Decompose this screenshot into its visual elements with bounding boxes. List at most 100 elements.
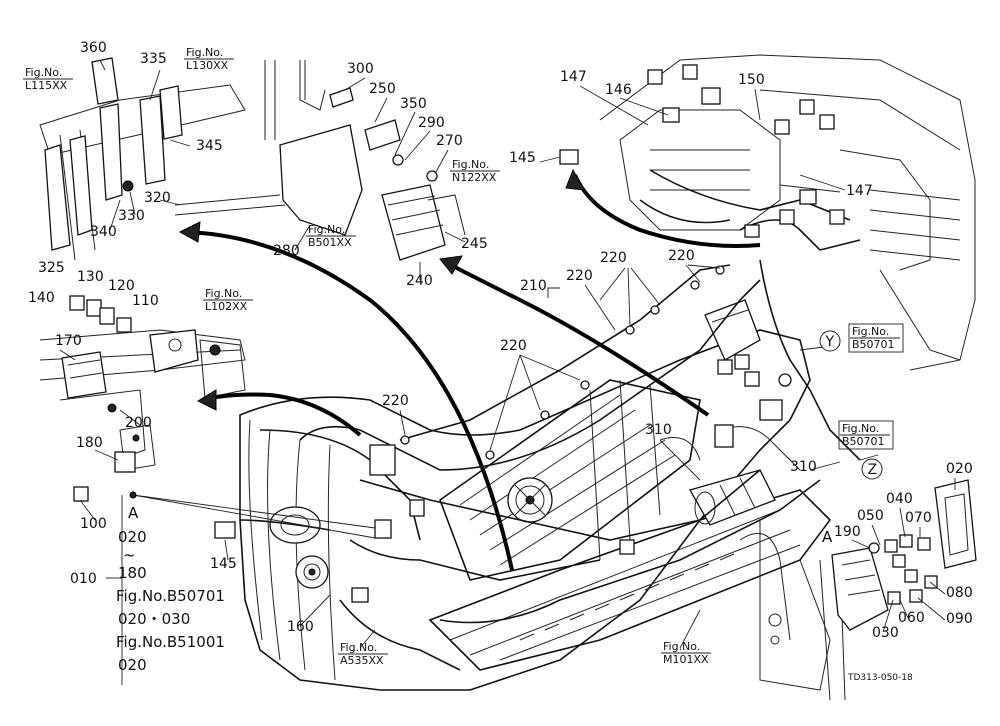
callout-c190: 190 <box>834 524 861 540</box>
assembly-arrows <box>178 168 761 571</box>
figref-label: Fig.No. <box>308 223 345 236</box>
callout-c060: 060 <box>898 610 925 626</box>
callout-c200: 200 <box>125 415 152 431</box>
marker-letter-mA2: A <box>822 528 833 546</box>
assembly-range-end: 180 <box>118 564 147 582</box>
figref-code: L130XX <box>186 59 229 72</box>
callout-c280: 280 <box>273 243 300 259</box>
callout-c145a: 145 <box>509 150 536 166</box>
figref-code: B50701 <box>842 435 885 448</box>
assembly-number: 010 <box>70 571 97 587</box>
figref-label: Fig.No. <box>340 641 377 654</box>
figref-code: N122XX <box>452 171 497 184</box>
callout-c335: 335 <box>140 51 167 67</box>
assembly-ref2-parts: 020 <box>118 656 147 674</box>
callout-c146: 146 <box>605 82 632 98</box>
callout-c050: 050 <box>857 508 884 524</box>
callout-c240: 240 <box>406 273 433 289</box>
assembly-ref1-fig: Fig.No.B50701 <box>116 587 225 605</box>
figref-box <box>848 323 904 353</box>
callout-c145b: 145 <box>210 556 237 572</box>
figref-label: Fig.No. <box>852 325 889 338</box>
callout-c030: 030 <box>872 625 899 641</box>
figref-label: Fig.No. <box>452 158 489 171</box>
figref-fB50701z: Fig.No.B50701 <box>838 420 894 450</box>
figref-box <box>838 420 894 450</box>
callout-c250: 250 <box>369 81 396 97</box>
connectors <box>69 64 938 605</box>
callout-c070: 070 <box>905 510 932 526</box>
marker-circle-mY <box>819 330 841 352</box>
callout-c040: 040 <box>886 491 913 507</box>
callout-c110: 110 <box>132 293 159 309</box>
callout-c220b: 220 <box>600 250 627 266</box>
figref-label: Fig.No. <box>25 66 62 79</box>
callout-c270: 270 <box>436 133 463 149</box>
callout-c090: 090 <box>946 611 973 627</box>
callout-c140: 140 <box>28 290 55 306</box>
callout-c325: 325 <box>38 260 65 276</box>
figref-f115: Fig.No.L115XX <box>23 66 73 92</box>
callout-c130: 130 <box>77 269 104 285</box>
assembly-range-start: 020 <box>118 528 147 546</box>
callout-c245: 245 <box>461 236 488 252</box>
callout-c320: 320 <box>144 190 171 206</box>
drawing-code: TD313-050-18 <box>847 673 913 683</box>
callout-c100: 100 <box>80 516 107 532</box>
figref-fA535: Fig.No.A535XX <box>338 641 388 667</box>
figref-code: L115XX <box>25 79 68 92</box>
callout-c360: 360 <box>80 40 107 56</box>
callout-c180: 180 <box>76 435 103 451</box>
figref-label: Fig.No. <box>663 640 700 653</box>
figure-references: Fig.No.L115XXFig.No.L130XXFig.No.N122XXF… <box>23 46 904 667</box>
figref-label: Fig.No. <box>186 46 223 59</box>
leader-lines <box>59 59 956 649</box>
callout-c220c: 220 <box>668 248 695 264</box>
callout-c080: 080 <box>946 585 973 601</box>
callout-c220a: 220 <box>566 268 593 284</box>
figref-code: B50701 <box>852 338 895 351</box>
callout-c350: 350 <box>400 96 427 112</box>
figref-code: M101XX <box>663 653 709 666</box>
callout-c150: 150 <box>738 72 765 88</box>
figref-label: Fig.No. <box>205 287 242 300</box>
marker-circle-mZ <box>861 458 883 480</box>
view-markers: YZA <box>819 330 883 546</box>
callout-c147a: 147 <box>560 69 587 85</box>
callout-c120: 120 <box>108 278 135 294</box>
callout-c210: 210 <box>520 278 547 294</box>
callout-c147b: 147 <box>846 183 873 199</box>
callout-c220d: 220 <box>500 338 527 354</box>
callout-c020a: 020 <box>946 461 973 477</box>
figref-code: B501XX <box>308 236 352 249</box>
figref-fM101: Fig.No.M101XX <box>661 640 711 666</box>
figref-label: Fig.No. <box>842 422 879 435</box>
figref-f102: Fig.No.L102XX <box>203 287 253 313</box>
callout-c310a: 310 <box>645 422 672 438</box>
callout-c340: 340 <box>90 224 117 240</box>
callout-c290: 290 <box>418 115 445 131</box>
callout-c220e: 220 <box>382 393 409 409</box>
assembly-range-tilde: ~ <box>123 546 136 564</box>
assembly-note: 010 A 020 ~ 180 Fig.No.B50701 020・030 Fi… <box>70 491 225 685</box>
figref-f501: Fig.No.B501XX <box>306 223 356 249</box>
callout-c170: 170 <box>55 333 82 349</box>
marker-letter-mZ: Z <box>868 462 878 478</box>
figref-code: A535XX <box>340 654 384 667</box>
callout-c345: 345 <box>196 138 223 154</box>
assembly-ref2-fig: Fig.No.B51001 <box>116 633 225 651</box>
engine-body-artwork <box>39 54 977 701</box>
figref-code: L102XX <box>205 300 248 313</box>
assembly-marker: A <box>128 504 139 522</box>
callout-c330: 330 <box>118 208 145 224</box>
callout-c310b: 310 <box>790 459 817 475</box>
assembly-ref1-parts: 020・030 <box>118 610 190 628</box>
figref-f130: Fig.No.L130XX <box>184 46 234 72</box>
figref-f122: Fig.No.N122XX <box>450 158 500 184</box>
callout-c300: 300 <box>347 61 374 77</box>
figref-fB50701y: Fig.No.B50701 <box>848 323 904 353</box>
callout-c160: 160 <box>287 619 314 635</box>
